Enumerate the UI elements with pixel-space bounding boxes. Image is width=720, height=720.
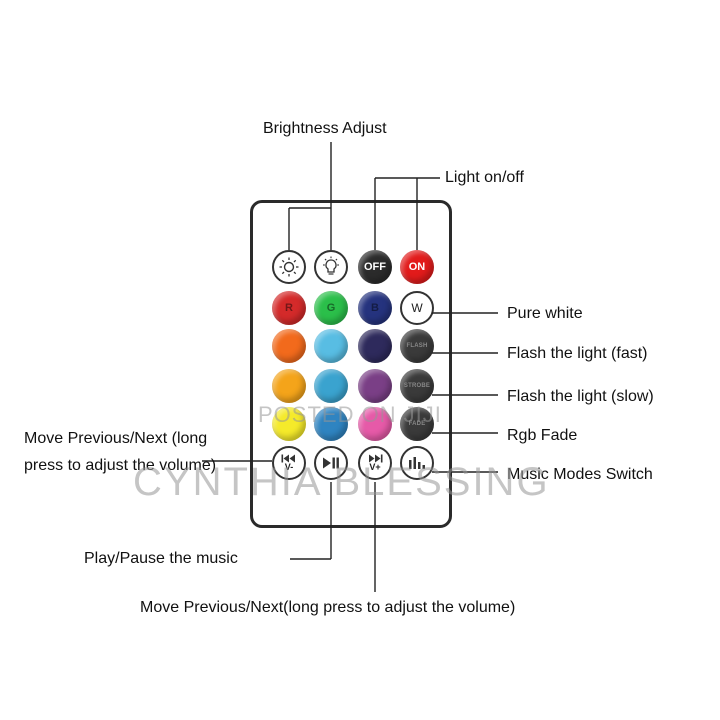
flash-fast-label: Flash the light (fast) <box>507 345 648 362</box>
next-vol-up-button[interactable]: V+ <box>358 446 392 480</box>
brightness-adjust-label: Brightness Adjust <box>263 120 387 137</box>
vol-up-label: V+ <box>369 462 381 472</box>
color-button-cyan[interactable] <box>314 369 348 403</box>
strobe-button[interactable]: STROBE <box>400 369 434 403</box>
rgb-fade-label: Rgb Fade <box>507 427 578 444</box>
green-label: G <box>326 302 336 314</box>
vol-down-label: V- <box>284 462 294 472</box>
music-modes-switch-label: Music Modes Switch <box>507 466 653 483</box>
color-button-blue[interactable] <box>314 407 348 441</box>
fade-label: FADE <box>408 421 426 427</box>
color-button-amber[interactable] <box>272 369 306 403</box>
color-button-yellow[interactable] <box>272 407 306 441</box>
blue-button[interactable]: B <box>358 291 392 325</box>
red-label: R <box>285 302 293 314</box>
play-pause-button[interactable] <box>314 446 348 480</box>
pure-white-label: Pure white <box>507 305 583 322</box>
blue-label: B <box>371 302 379 314</box>
move-previous-next-left-label: Move Previous/Next (long press to adjust… <box>24 430 217 474</box>
sun-outline-icon <box>279 257 299 277</box>
color-button-indigo[interactable] <box>358 329 392 363</box>
off-button[interactable]: OFF <box>358 250 392 284</box>
fade-button[interactable]: FADE <box>400 407 434 441</box>
color-button-pink[interactable] <box>358 407 392 441</box>
brightness-down-button[interactable] <box>272 250 306 284</box>
color-button-sky-blue[interactable] <box>314 329 348 363</box>
music-bars-icon <box>409 457 425 469</box>
green-button[interactable]: G <box>314 291 348 325</box>
strobe-label: STROBE <box>403 383 431 389</box>
on-label: ON <box>408 261 426 273</box>
flash-label: FLASH <box>406 343 428 349</box>
red-button[interactable]: R <box>272 291 306 325</box>
brightness-up-button[interactable] <box>314 250 348 284</box>
color-button-orange[interactable] <box>272 329 306 363</box>
white-label: W <box>411 301 423 315</box>
play-pause-label: Play/Pause the music <box>84 550 238 567</box>
lightbulb-icon <box>323 256 339 275</box>
previous-track-icon <box>281 454 295 463</box>
white-button[interactable]: W <box>400 291 434 325</box>
light-on-off-label: Light on/off <box>445 169 524 186</box>
move-previous-next-bottom-label: Move Previous/Next(long press to adjust … <box>140 599 516 616</box>
next-track-icon <box>369 454 383 463</box>
previous-vol-down-button[interactable]: V- <box>272 446 306 480</box>
flash-button[interactable]: FLASH <box>400 329 434 363</box>
off-label: OFF <box>364 261 386 273</box>
play-pause-icon <box>323 457 339 469</box>
music-mode-button[interactable] <box>400 446 434 480</box>
flash-slow-label: Flash the light (slow) <box>507 388 654 405</box>
on-button[interactable]: ON <box>400 250 434 284</box>
color-button-purple[interactable] <box>358 369 392 403</box>
